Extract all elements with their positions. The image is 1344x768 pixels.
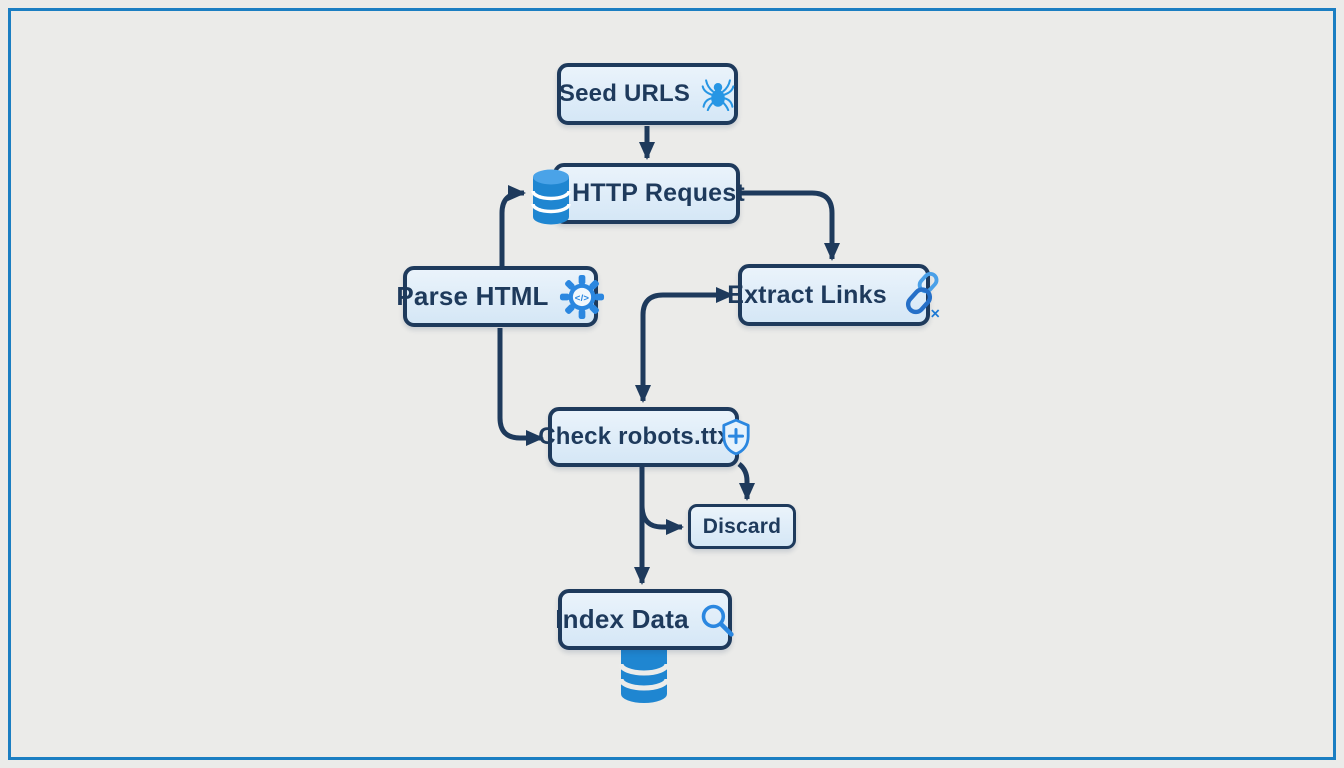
node-index-data: Index Data	[555, 589, 734, 650]
edge-http-to-extract	[741, 190, 840, 261]
node-check-robots: Check robots.ttx	[538, 407, 750, 467]
node-extract-links-label: Extract Links	[727, 280, 887, 309]
node-extract-links: Extract Links ✕	[727, 264, 940, 326]
node-check-robots-label: Check robots.ttx	[538, 423, 731, 450]
edge-parse-to-http	[499, 185, 526, 266]
cross-glyph: ✕	[930, 307, 941, 320]
edge-junction-to-extract-and-robots	[635, 287, 734, 403]
gear-code-icon: </>	[559, 274, 604, 319]
spider-icon	[701, 79, 735, 111]
edge-parse-to-robots	[497, 328, 544, 446]
code-tag-glyph: </>	[574, 292, 589, 303]
node-index-data-label: Index Data	[555, 604, 689, 634]
magnifier-icon	[701, 604, 734, 637]
node-discard-label: Discard	[702, 514, 782, 538]
chain-links-icon: ✕	[905, 271, 941, 320]
shield-plus-icon	[722, 418, 750, 456]
node-seed-urls-label: Seed URLS	[558, 80, 691, 107]
node-parse-html-label: Parse HTML	[396, 281, 549, 311]
database-icon	[531, 169, 571, 225]
node-discard: Discard	[688, 504, 796, 549]
node-parse-html: Parse HTML </>	[396, 266, 604, 327]
edge-robots-right-to-discard-top	[737, 462, 755, 501]
edge-robots-branch-to-discard	[639, 504, 684, 535]
node-http-request: HTTP Request	[531, 163, 745, 225]
node-seed-urls: Seed URLS	[557, 63, 738, 125]
node-http-request-label: HTTP Request	[572, 179, 745, 207]
